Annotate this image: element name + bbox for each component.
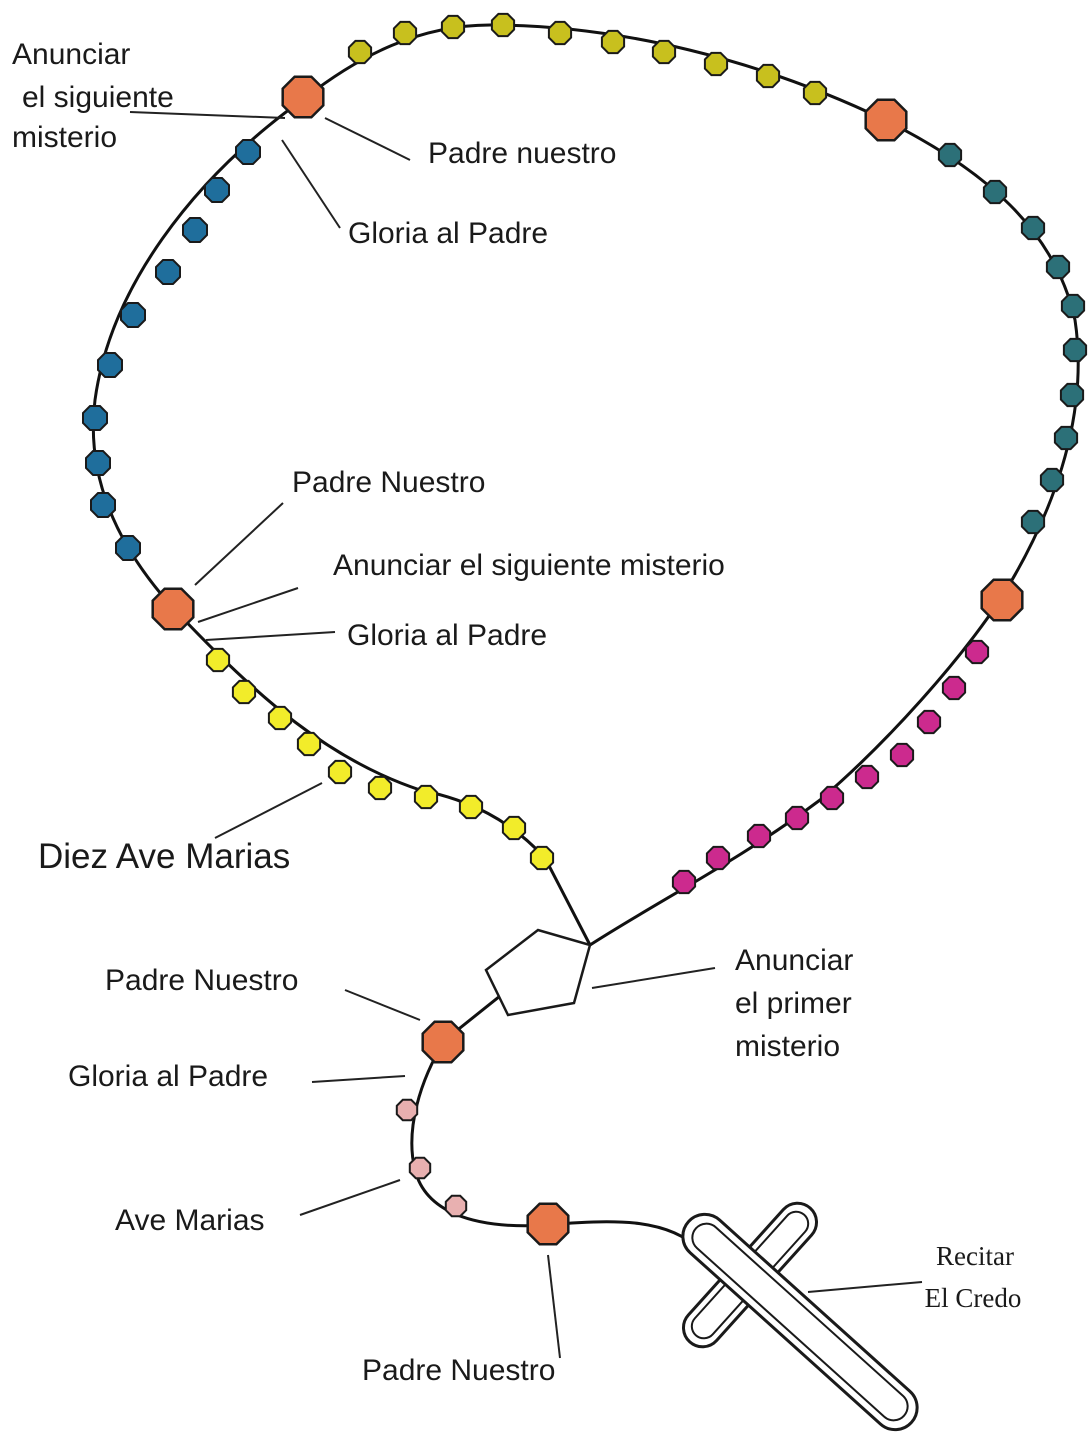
bead-decade-left <box>204 177 230 203</box>
bead-decade-top <box>600 29 626 55</box>
label-diez-ave-marias: Diez Ave Marias <box>38 837 290 876</box>
bead-decade-left <box>182 217 208 243</box>
bead-decade-left <box>155 259 181 285</box>
label-announce-next-line1: Anunciar <box>12 38 130 71</box>
bead-decade-lower-right <box>784 805 810 831</box>
label-first-mystery-line1: Anunciar <box>735 944 853 977</box>
bead-decade-top <box>490 12 516 38</box>
bead-our-father <box>281 75 325 119</box>
bead-hail-mary <box>395 1098 419 1122</box>
label-top-padre-nuestro: Padre nuestro <box>428 137 616 170</box>
rosary-chain-loop <box>91 23 1080 947</box>
bead-decade-lower-left <box>231 679 257 705</box>
leader-lines <box>129 111 923 1359</box>
bead-decade-lower-left <box>367 775 393 801</box>
bead-decade-lower-left <box>296 731 322 757</box>
bead-our-father <box>151 587 195 631</box>
centerpiece-medal <box>484 928 592 1017</box>
bead-hail-mary <box>408 1156 432 1180</box>
bead-decade-lower-right <box>819 785 845 811</box>
bead-decade-lower-left <box>205 647 231 673</box>
bead-decade-right <box>1060 293 1086 319</box>
bead-decade-lower-left <box>458 794 484 820</box>
bead-decade-top <box>347 39 373 65</box>
bead-decade-lower-left <box>267 705 293 731</box>
bead-decade-left <box>90 492 116 518</box>
bead-decade-left <box>85 450 111 476</box>
bead-our-father <box>421 1020 465 1064</box>
bead-decade-top <box>755 63 781 89</box>
bead-decade-lower-right <box>964 639 990 665</box>
bead-hail-mary <box>444 1194 468 1218</box>
bead-decade-lower-left <box>327 759 353 785</box>
bead-decade-left <box>120 302 146 328</box>
bead-decade-lower-right <box>916 709 942 735</box>
bead-decade-right <box>1062 337 1088 363</box>
bead-decade-right <box>1059 382 1085 408</box>
bead-decade-right <box>1053 425 1079 451</box>
label-first-mystery-line2: el primer <box>735 987 852 1020</box>
bead-decade-top <box>703 51 729 77</box>
bead-decade-left <box>115 535 141 561</box>
bead-our-father <box>864 98 908 142</box>
bead-decade-right <box>1045 254 1071 280</box>
bead-decade-lower-right <box>854 764 880 790</box>
bead-our-father <box>526 1202 570 1246</box>
bead-decade-lower-right <box>671 869 697 895</box>
bead-decade-right <box>1020 509 1046 535</box>
bead-decade-top <box>440 14 466 40</box>
bead-decade-lower-right <box>941 675 967 701</box>
label-el-credo: El Credo <box>925 1283 1022 1313</box>
label-low-padre-nuestro: Padre Nuestro <box>105 964 298 997</box>
bead-decade-lower-right <box>705 845 731 871</box>
bead-decade-lower-left <box>501 815 527 841</box>
bead-decade-lower-right <box>746 823 772 849</box>
bead-decade-lower-left <box>529 845 555 871</box>
label-announce-next-line3: misterio <box>12 121 117 154</box>
crucifix <box>681 1201 919 1432</box>
label-mid-announce: Anunciar el siguiente misterio <box>333 549 725 582</box>
beads-layer <box>82 12 1088 1246</box>
bead-decade-lower-left <box>413 784 439 810</box>
label-top-gloria: Gloria al Padre <box>348 217 548 250</box>
bead-decade-top <box>547 20 573 46</box>
bead-our-father <box>980 578 1024 622</box>
bead-decade-top <box>651 39 677 65</box>
bead-decade-top <box>802 80 828 106</box>
bead-decade-left <box>82 405 108 431</box>
label-low-gloria: Gloria al Padre <box>68 1060 268 1093</box>
bead-decade-left <box>97 352 123 378</box>
label-ave-marias: Ave Marias <box>115 1204 265 1237</box>
label-announce-next-line2: el siguiente <box>22 81 174 114</box>
bead-decade-right <box>937 142 963 168</box>
bead-decade-right <box>1020 215 1046 241</box>
bead-decade-right <box>1039 467 1065 493</box>
label-first-mystery-line3: misterio <box>735 1030 840 1063</box>
bead-decade-left <box>235 139 261 165</box>
bead-decade-top <box>392 20 418 46</box>
bead-decade-lower-right <box>889 742 915 768</box>
label-mid-padre-nuestro: Padre Nuestro <box>292 466 485 499</box>
bead-decade-right <box>982 179 1008 205</box>
label-recitar: Recitar <box>936 1241 1014 1271</box>
label-bottom-padre-nuestro: Padre Nuestro <box>362 1354 555 1387</box>
label-mid-gloria: Gloria al Padre <box>347 619 547 652</box>
